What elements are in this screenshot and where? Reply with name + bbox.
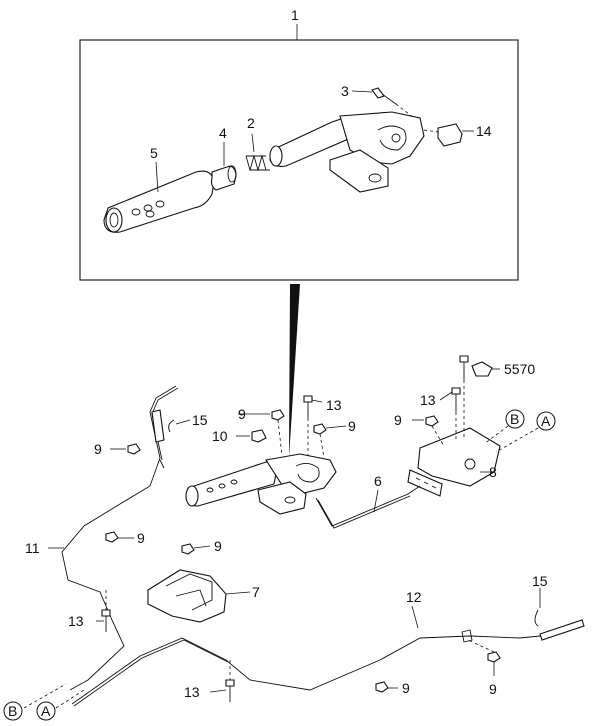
nut-9-bottom-part [375, 681, 389, 693]
ref-circle-a-bottom [36, 701, 56, 721]
callout-5: 5 [150, 145, 158, 161]
lever-assembly-inset-box [79, 39, 519, 281]
cable-end-15-part [534, 609, 539, 627]
lever-grip-part [103, 170, 215, 233]
front-cable-part [315, 485, 421, 529]
callout-9-lower-left: 9 [137, 530, 145, 546]
nut-9-mid-part [313, 423, 327, 459]
callout-13-bottom: 13 [184, 684, 200, 700]
bolt-13-bottom-part [225, 660, 235, 702]
callout-9-right-bottom: 9 [489, 681, 497, 697]
callout-14: 14 [476, 123, 492, 139]
cable-guide-bracket-part [147, 569, 227, 623]
sleeve-part [210, 165, 237, 191]
callout-3: 3 [341, 83, 349, 99]
nut-10-part [251, 429, 267, 443]
callout-8: 8 [489, 464, 497, 480]
callout-1: 1 [291, 7, 299, 23]
spring-part [245, 154, 270, 172]
ref-a-bottom: A [41, 703, 51, 719]
nut-9-top-of-7-part [181, 543, 195, 555]
callout-9-bracket: 9 [214, 538, 222, 554]
callout-12: 12 [406, 589, 422, 605]
callout-4: 4 [219, 125, 227, 141]
callout-15-left: 15 [192, 412, 208, 428]
bolt-13-lower-left-part [101, 590, 111, 632]
equalizer-bracket-part [407, 427, 501, 497]
clip-9-left-part [127, 443, 141, 455]
clip-9-lower-left-part [105, 531, 119, 543]
callout-9-mid: 9 [348, 418, 356, 434]
ref-circle-a-top [536, 411, 556, 431]
nut-9-left-top-part [271, 409, 285, 457]
callout-15-right: 15 [532, 573, 548, 589]
ref-b-bottom: B [8, 703, 17, 719]
callout-10: 10 [212, 428, 228, 444]
right-rear-cable-part [71, 619, 585, 707]
ref-a-top: A [541, 413, 551, 429]
callout-5570: 5570 [504, 361, 535, 377]
ref-circle-b-bottom [3, 701, 23, 721]
ref-circle-b-top [505, 409, 525, 429]
callout-2: 2 [247, 115, 255, 131]
handbrake-lever-assembly [185, 453, 337, 515]
callout-7: 7 [252, 584, 260, 600]
callout-9-left: 9 [94, 441, 102, 457]
detail-pointer [289, 284, 300, 458]
clip-part [423, 123, 463, 147]
nut-9-right-part [425, 415, 445, 447]
nut-9-right-bottom-part [467, 639, 501, 663]
callout-13-upper-right: 13 [420, 392, 436, 408]
bolt-5570-part [459, 355, 493, 440]
callout-6: 6 [374, 473, 382, 489]
ref-b-top: B [510, 411, 519, 427]
bolt-part [371, 87, 415, 119]
lever-arm-part [269, 111, 425, 193]
callout-9-bottom: 9 [402, 680, 410, 696]
callout-13-mid: 13 [326, 397, 342, 413]
cable-end-15-left-part [168, 419, 175, 433]
bolt-13-mid-part [303, 395, 313, 456]
callout-13-lower-left: 13 [68, 613, 84, 629]
left-rear-cable-part [61, 385, 179, 691]
callout-11: 11 [25, 540, 40, 556]
callout-9-right: 9 [394, 412, 402, 428]
callout-9-lever: 9 [238, 406, 246, 422]
